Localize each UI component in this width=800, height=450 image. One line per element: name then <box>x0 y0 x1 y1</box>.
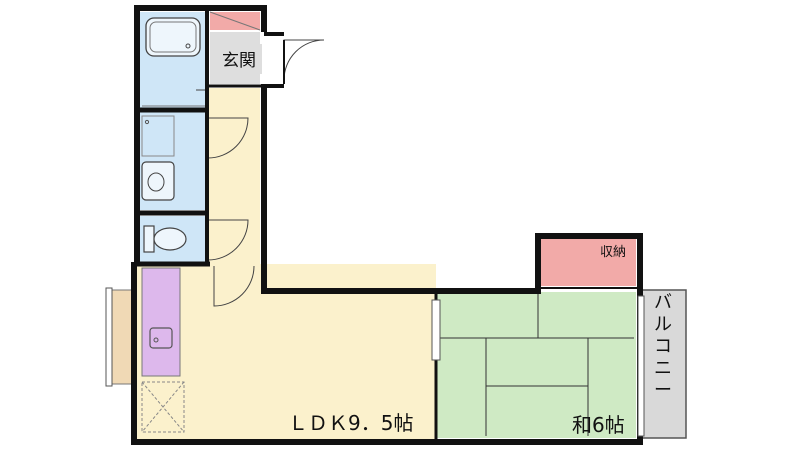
tatami-mats <box>438 292 634 436</box>
hallway-floor <box>208 88 260 288</box>
storage-label: 収納 <box>600 245 626 260</box>
kitchen-counter <box>141 267 181 377</box>
svg-text:ー: ー <box>654 380 672 401</box>
bathtub-icon <box>145 17 201 57</box>
svg-text:コ: コ <box>654 336 672 357</box>
entrance-label: 玄関 <box>222 51 256 71</box>
sink-icon <box>149 327 173 349</box>
svg-text:ニ: ニ <box>654 358 672 379</box>
tatami-floor <box>436 292 636 438</box>
washbasin-icon <box>141 161 175 201</box>
svg-text:バ: バ <box>654 292 672 313</box>
entrance-label-box <box>216 44 262 74</box>
doors <box>196 39 325 307</box>
ldk-label: ＬＤＫ9．5帖 <box>288 411 413 435</box>
refrigerator-space <box>141 381 185 433</box>
storage-floor <box>538 238 636 286</box>
toilet-icon <box>143 225 155 253</box>
windows <box>105 287 645 437</box>
balcony-label: バ ル コ ニ ー <box>654 292 672 401</box>
washing-machine-space <box>141 115 175 157</box>
svg-text:ル: ル <box>654 314 672 335</box>
washitsu-label: 和6帖 <box>572 413 625 437</box>
